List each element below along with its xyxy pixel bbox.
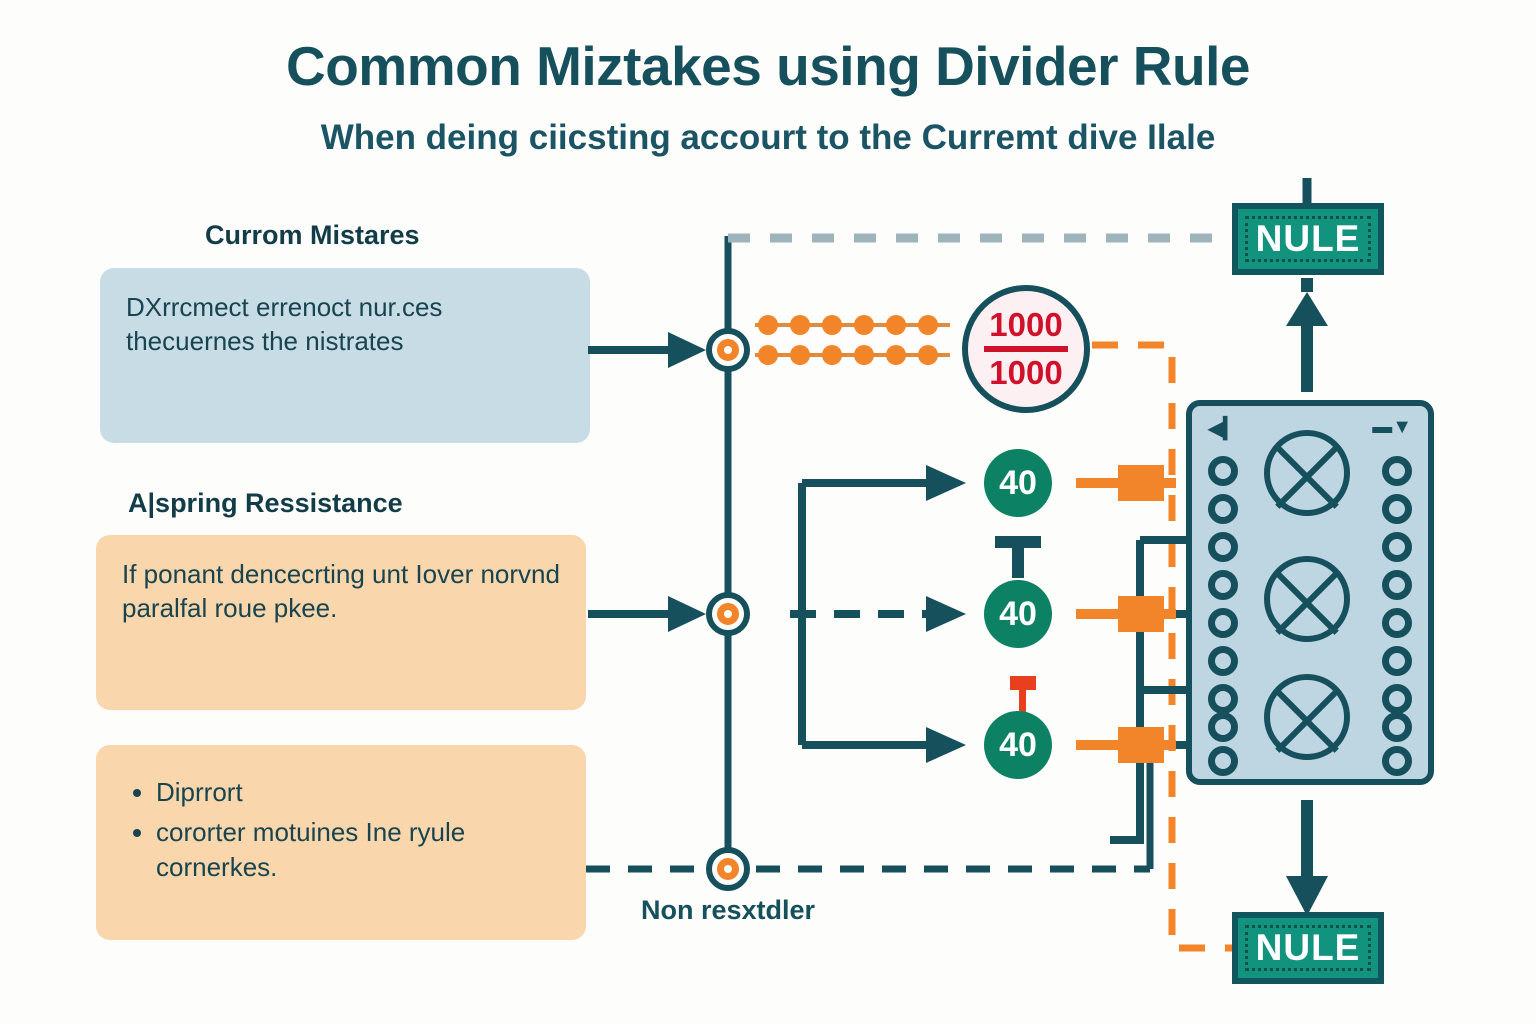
page-subtitle: When deing ciicsting accourt to the Curr… <box>320 118 1216 157</box>
terminal-hole[interactable] <box>1208 532 1238 562</box>
terminal-hole[interactable] <box>1208 712 1238 742</box>
junction-node-1[interactable] <box>706 328 750 372</box>
terminal-hole[interactable] <box>1382 746 1412 776</box>
list-item: Diprrort <box>156 775 560 809</box>
resistor-node-2[interactable]: 40 <box>984 580 1052 648</box>
junction-node-2[interactable] <box>706 592 750 636</box>
fraction-denominator: 1000 <box>989 354 1063 391</box>
badge-inner-border <box>1245 216 1371 262</box>
terminal-hole[interactable] <box>1382 532 1412 562</box>
terminal-hole[interactable] <box>1208 494 1238 524</box>
terminal-hole[interactable] <box>1382 684 1412 714</box>
lamp-icon <box>1264 674 1350 760</box>
terminal-hole[interactable] <box>1208 570 1238 600</box>
page-title: Common Miztakes using Divider Rule <box>285 35 1251 97</box>
info-panel-body-0: DXrrcmect errenoct nur.ces thecuernes th… <box>126 292 443 357</box>
resistor-node-label: 40 <box>999 463 1037 502</box>
resistor-symbol-3 <box>1076 727 1176 763</box>
fraction-numerator: 1000 <box>989 306 1063 343</box>
device-panel: ◀▎ ▬▼ <box>1186 400 1434 785</box>
terminal-hole[interactable] <box>1382 456 1412 486</box>
resistor-symbol-2 <box>1076 596 1176 632</box>
bus-label: Non resxtdler <box>640 895 816 925</box>
info-panel-aspring-resistance: If ponant dencecrting unt Iover norvnd p… <box>96 535 586 710</box>
terminal-hole[interactable] <box>1382 494 1412 524</box>
resistor-node-label: 40 <box>999 725 1037 764</box>
terminal-hole[interactable] <box>1208 646 1238 676</box>
info-panel-body-1: If ponant dencecrting unt Iover norvnd p… <box>122 559 560 624</box>
resistor-node-3[interactable]: 40 <box>984 711 1052 779</box>
resistor-node-1[interactable]: 40 <box>984 449 1052 517</box>
terminal-hole[interactable] <box>1208 746 1238 776</box>
terminal-hole[interactable] <box>1382 646 1412 676</box>
section-heading-aspring-resistance: A|spring Ressistance <box>128 488 403 518</box>
nule-badge-top[interactable]: NULE <box>1232 203 1384 275</box>
lamp-icon <box>1264 430 1350 516</box>
lamp-icon <box>1264 556 1350 642</box>
nule-badge-label: NULE <box>1255 927 1361 968</box>
badge-inner-border <box>1245 925 1371 971</box>
fraction-bar <box>984 346 1068 352</box>
terminal-hole[interactable] <box>1382 712 1412 742</box>
section-heading-common-mistakes: Currom Mistares <box>205 220 420 250</box>
panel-left-mark-icon: ◀▎ <box>1208 418 1239 440</box>
fraction-indicator: 1000 1000 <box>962 285 1090 413</box>
bullet-list: Diprrort cororter motuines Ine ryule cor… <box>122 775 560 884</box>
terminal-hole[interactable] <box>1208 456 1238 486</box>
resistor-symbol-1 <box>1076 465 1176 501</box>
terminal-hole[interactable] <box>1382 570 1412 600</box>
panel-right-mark-icon: ▬▼ <box>1372 416 1412 438</box>
terminal-hole[interactable] <box>1382 608 1412 638</box>
junction-node-3[interactable] <box>706 847 750 891</box>
terminal-hole[interactable] <box>1208 608 1238 638</box>
info-panel-bullets: Diprrort cororter motuines Ine ryule cor… <box>96 745 586 940</box>
resistor-node-label: 40 <box>999 594 1037 633</box>
terminal-hole[interactable] <box>1208 684 1238 714</box>
list-item: cororter motuines Ine ryule cornerkes. <box>156 815 560 884</box>
nule-badge-label: NULE <box>1255 218 1361 259</box>
info-panel-common-mistakes: DXrrcmect errenoct nur.ces thecuernes th… <box>100 268 590 443</box>
nule-badge-bottom[interactable]: NULE <box>1232 912 1384 984</box>
